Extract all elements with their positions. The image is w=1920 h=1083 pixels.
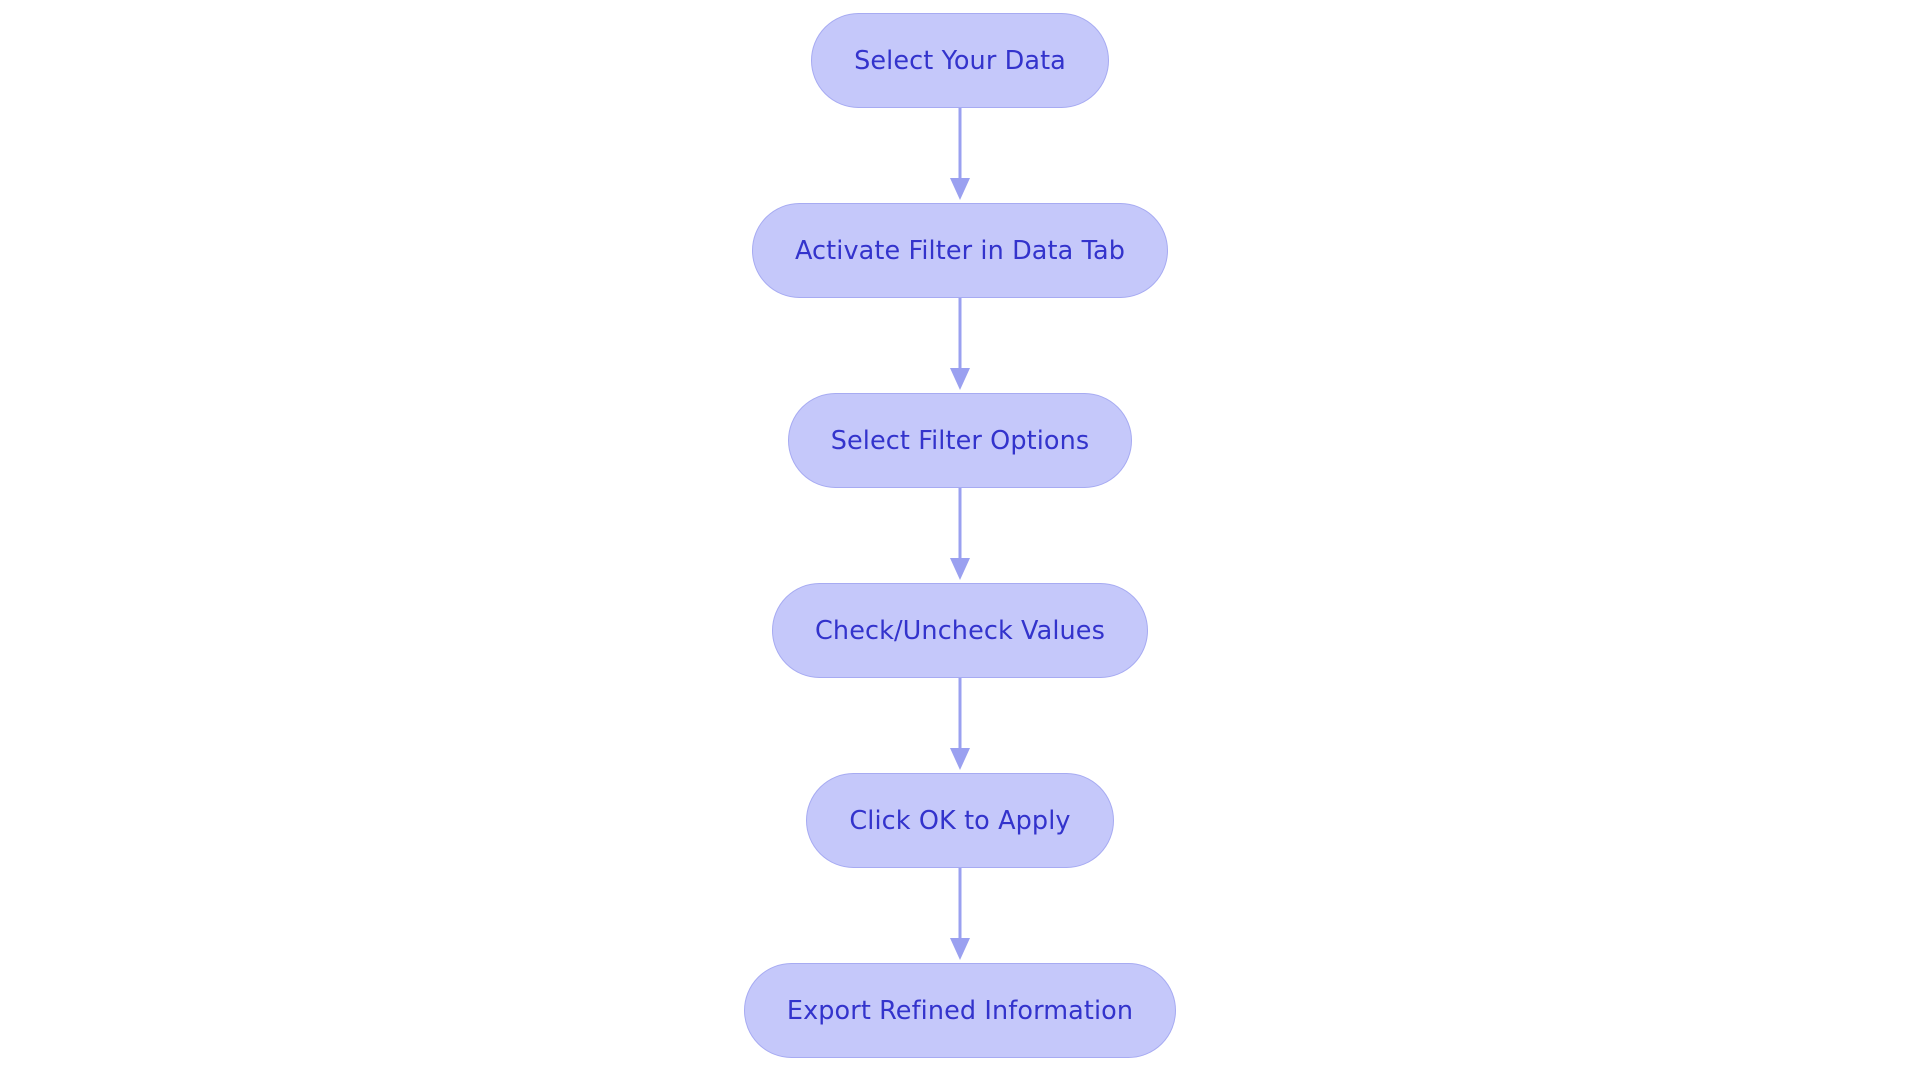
connector-1-down-arrow-icon [950, 108, 970, 200]
flowchart-node-click-ok-to-apply[interactable]: Click OK to Apply [806, 773, 1114, 868]
connector-4-down-arrow-icon [950, 678, 970, 770]
node-label: Activate Filter in Data Tab [794, 235, 1126, 266]
flowchart-node-column: Select Your Data Activate Filter in Data… [0, 13, 1920, 1058]
node-label: Select Your Data [854, 45, 1066, 76]
node-label: Click OK to Apply [849, 805, 1071, 836]
flowchart-node-activate-filter-in-data-tab[interactable]: Activate Filter in Data Tab [751, 203, 1169, 298]
connector-3-down-arrow-icon [950, 488, 970, 580]
flowchart-node-check-uncheck-values[interactable]: Check/Uncheck Values [772, 583, 1148, 678]
connector-2-down-arrow-icon [950, 298, 970, 390]
flowchart-node-export-refined-information[interactable]: Export Refined Information [743, 963, 1177, 1058]
connector-5-down-arrow-icon [950, 868, 970, 960]
node-label: Check/Uncheck Values [815, 615, 1105, 646]
node-label: Select Filter Options [830, 425, 1090, 456]
flowchart-node-select-filter-options[interactable]: Select Filter Options [787, 393, 1133, 488]
flowchart-node-select-your-data[interactable]: Select Your Data [811, 13, 1109, 108]
node-label: Export Refined Information [786, 995, 1134, 1026]
